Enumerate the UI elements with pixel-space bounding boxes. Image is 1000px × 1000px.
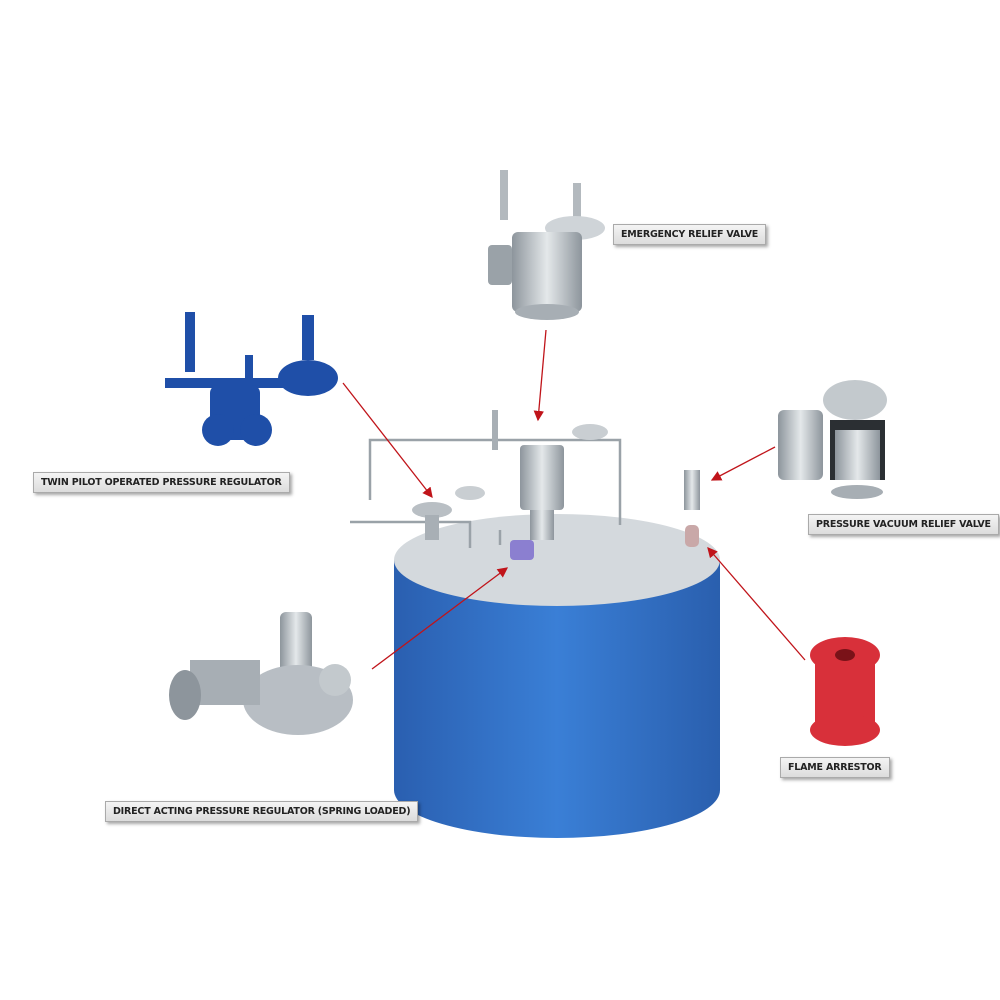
arrow-emergency-relief-valve [533,329,547,422]
arrow-direct-acting-regulator [371,567,509,670]
label-emergency-relief-valve: EMERGENCY RELIEF VALVE [613,224,767,245]
label-flame-arrestor: FLAME ARRESTOR [780,757,890,778]
emergency-relief-valve-image [488,170,605,320]
tank-emergency-relief-valve [492,410,608,540]
arrow-flame-arrestor [707,547,806,661]
tank-direct-acting-regulator [510,540,534,560]
arrow-twin-pilot-regulator [342,382,433,499]
storage-tank [394,514,720,838]
label-twin-pilot-regulator: TWIN PILOT OPERATED PRESSURE REGULATOR [33,472,290,493]
label-pressure-vacuum-relief-valve: PRESSURE VACUUM RELIEF VALVE [808,514,999,535]
twin-pilot-regulator-image [165,312,338,446]
pressure-vacuum-relief-valve-image [778,380,887,499]
direct-acting-regulator-image [169,612,353,735]
arrow-pressure-vacuum-valve [710,446,776,481]
tank-twin-pilot-regulator [412,486,485,540]
tank-pressure-vacuum-valve [684,470,700,547]
flame-arrestor-image [810,637,880,746]
label-direct-acting-regulator: DIRECT ACTING PRESSURE REGULATOR (SPRING… [105,801,419,822]
